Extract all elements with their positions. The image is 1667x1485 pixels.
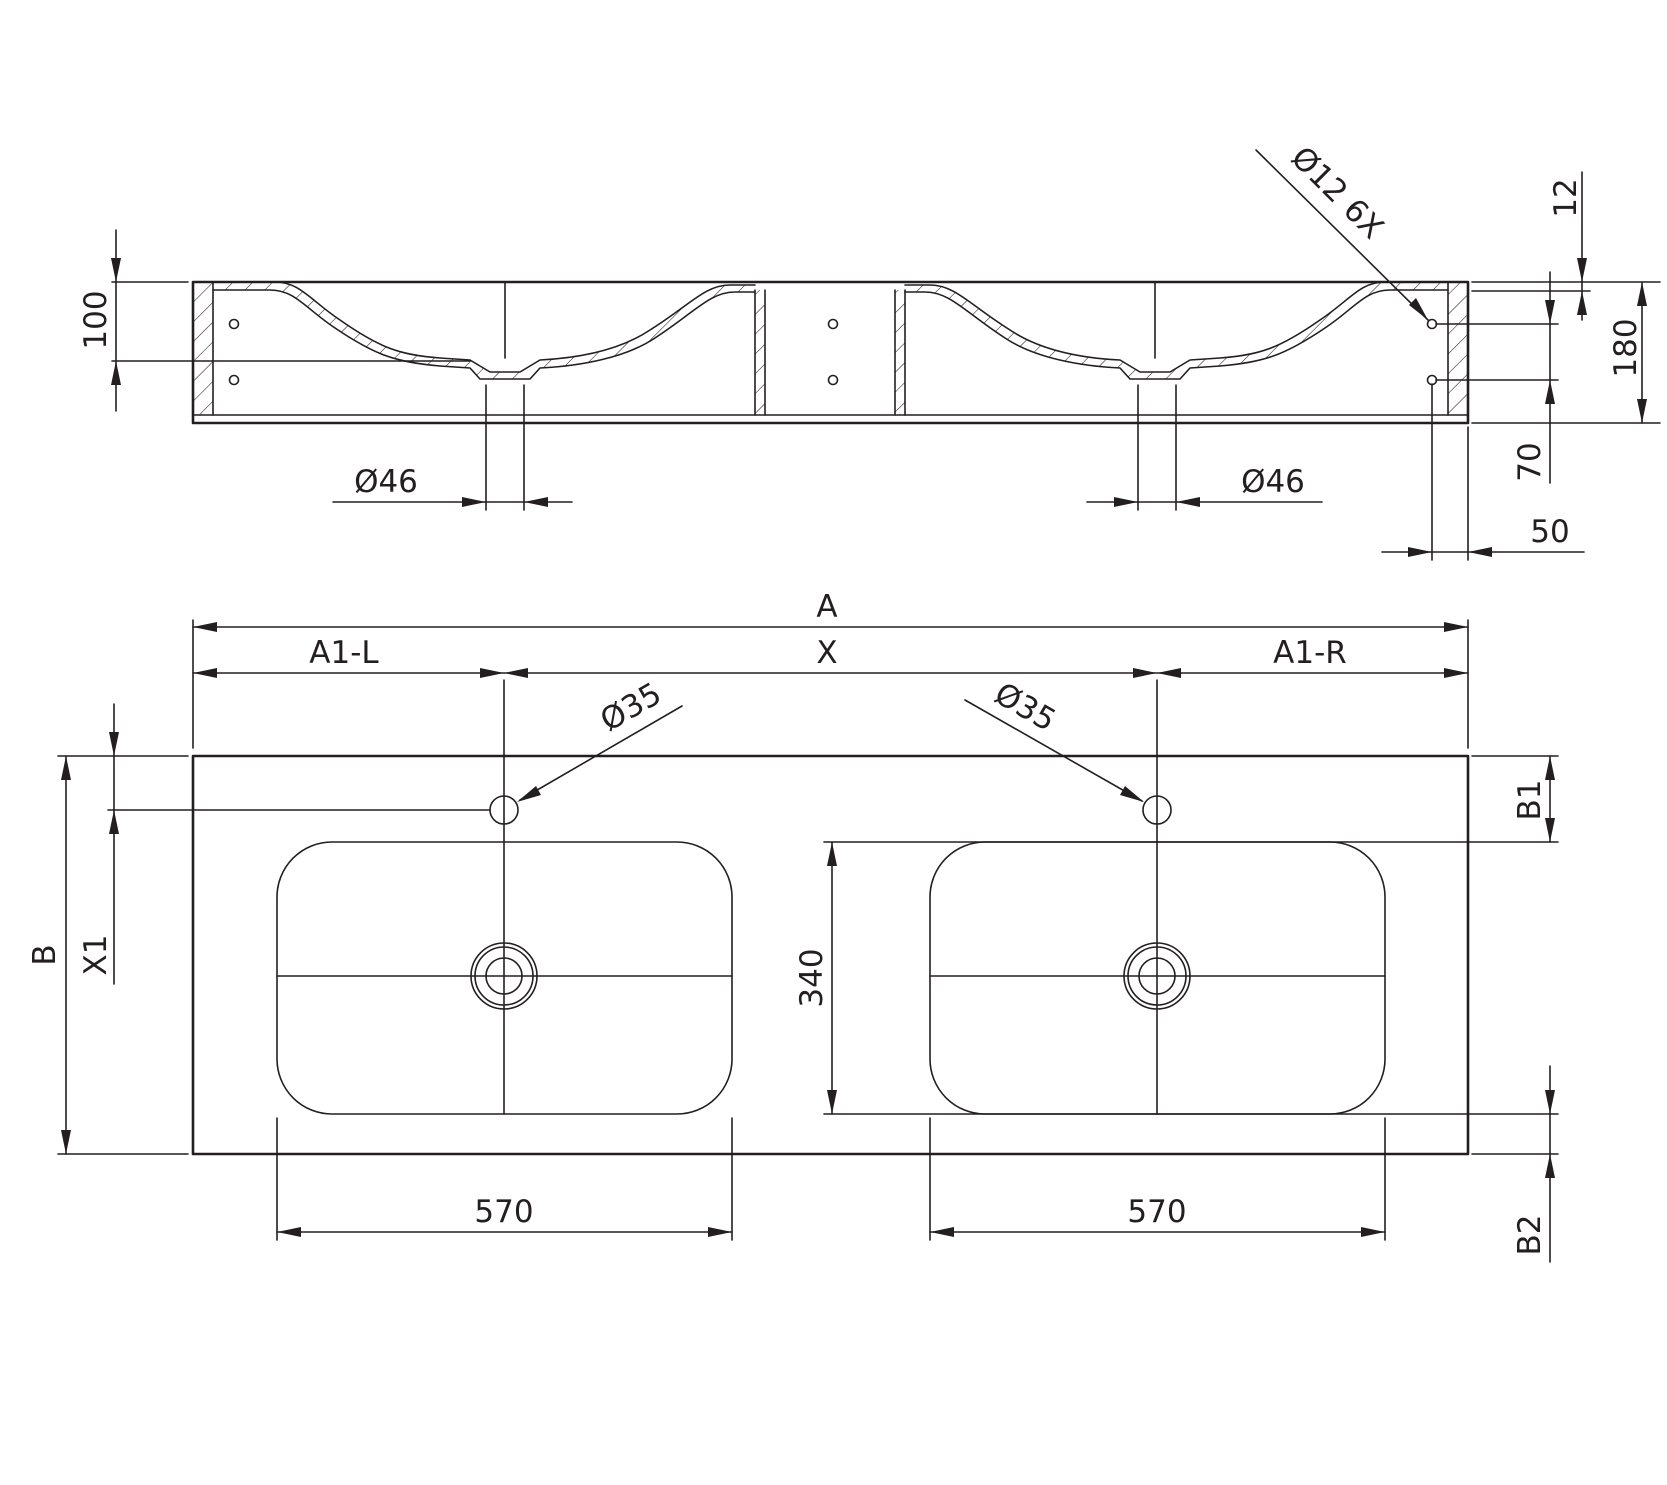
dim-B-label: B (27, 944, 63, 965)
dim-50-label: 50 (1530, 514, 1569, 550)
dim-100-label: 100 (78, 290, 114, 349)
arrow-icon (1545, 818, 1555, 842)
dim-X-label: X (816, 635, 837, 671)
arrow-icon (111, 361, 121, 385)
mount-hole-icon (1426, 374, 1438, 386)
mount-hole-icon (228, 318, 240, 330)
arrow-icon (1577, 258, 1587, 282)
right-wall-hatch (1448, 282, 1468, 415)
dim-A1L-label: A1-L (309, 635, 379, 671)
mount-hole-icon (827, 318, 839, 330)
arrow-icon (193, 668, 217, 678)
arrow-icon (1157, 668, 1181, 678)
arrow-icon (109, 810, 119, 834)
plan-view: Ø35 Ø35 A A1-L X A1-R B (27, 589, 1559, 1263)
arrow-icon (1545, 380, 1555, 404)
mount-hole-icon (228, 374, 240, 386)
arrow-icon (1120, 786, 1144, 802)
arrow-icon (1637, 399, 1647, 423)
arrow-icon (111, 258, 121, 282)
tap-right-leader (964, 699, 1143, 802)
arrow-icon (524, 497, 548, 507)
arrow-icon (1577, 291, 1587, 315)
arrow-icon (480, 668, 504, 678)
mount-hole-icon (1426, 318, 1438, 330)
drain-icon (1127, 946, 1187, 1006)
dim-B1-label: B1 (1512, 780, 1548, 821)
arrow-icon (1114, 497, 1138, 507)
arrow-icon (193, 622, 217, 632)
arrow-icon (462, 497, 486, 507)
arrow-icon (61, 756, 71, 780)
arrow-icon (277, 1227, 301, 1237)
arrow-icon (930, 1227, 954, 1237)
arrow-icon (1408, 547, 1432, 557)
arrow-icon (517, 786, 541, 802)
left-basin-profile-bottom (212, 289, 756, 380)
drain-icon (1138, 957, 1176, 995)
arrow-icon (1361, 1227, 1385, 1237)
dim-X1-label: X1 (78, 935, 114, 976)
arrow-icon (708, 1227, 732, 1237)
arrow-icon (827, 1090, 837, 1114)
dim-12-label: 12 (1548, 178, 1584, 217)
middle-partition-left-hatch (755, 290, 765, 415)
left-basin-hatch (213, 282, 755, 379)
left-wall-hatch (193, 282, 213, 415)
tap-left-leader (519, 705, 683, 801)
drain-right-label: Ø46 (1241, 464, 1305, 500)
arrow-icon (1545, 756, 1555, 780)
dim-B2-label: B2 (1512, 1215, 1548, 1256)
drain-icon (485, 957, 523, 995)
dim-A-label: A (816, 589, 837, 625)
dim-70-label: 70 (1512, 442, 1548, 481)
arrow-icon (1468, 547, 1492, 557)
arrow-icon (1545, 1090, 1555, 1114)
right-basin-hatch (905, 282, 1448, 379)
arrow-icon (827, 842, 837, 866)
tap-right-label: Ø35 (988, 676, 1061, 739)
right-basin-profile-bottom (904, 289, 1449, 380)
mount-hole-icon (827, 374, 839, 386)
dim-A1R-label: A1-R (1273, 635, 1347, 671)
arrow-icon (61, 1130, 71, 1154)
section-view: 100 Ø46 Ø46 Ø12 6X 12 180 (78, 140, 1661, 561)
basin-right-width-label: 570 (1127, 1194, 1186, 1230)
drain-icon (474, 946, 534, 1006)
arrow-icon (1545, 300, 1555, 324)
arrow-icon (1409, 298, 1428, 320)
arrow-icon (1133, 668, 1157, 678)
arrow-icon (1444, 668, 1468, 678)
basin-left-width-label: 570 (474, 1194, 533, 1230)
dim-180-label: 180 (1608, 318, 1644, 377)
drain-left-label: Ø46 (354, 464, 418, 500)
arrow-icon (1176, 497, 1200, 507)
drain-icon (1123, 942, 1191, 1010)
dim-340-label: 340 (794, 948, 830, 1007)
middle-partition-right-hatch (895, 290, 905, 415)
arrow-icon (1545, 1154, 1555, 1178)
arrow-icon (1637, 282, 1647, 306)
drain-icon (470, 942, 538, 1010)
mount-hole-leader (1255, 149, 1429, 321)
tap-hole-icon (1142, 795, 1172, 825)
tap-left-label: Ø35 (594, 676, 667, 739)
countertop-outline (191, 754, 1470, 1156)
arrow-icon (109, 732, 119, 756)
arrow-icon (504, 668, 528, 678)
arrow-icon (1444, 622, 1468, 632)
